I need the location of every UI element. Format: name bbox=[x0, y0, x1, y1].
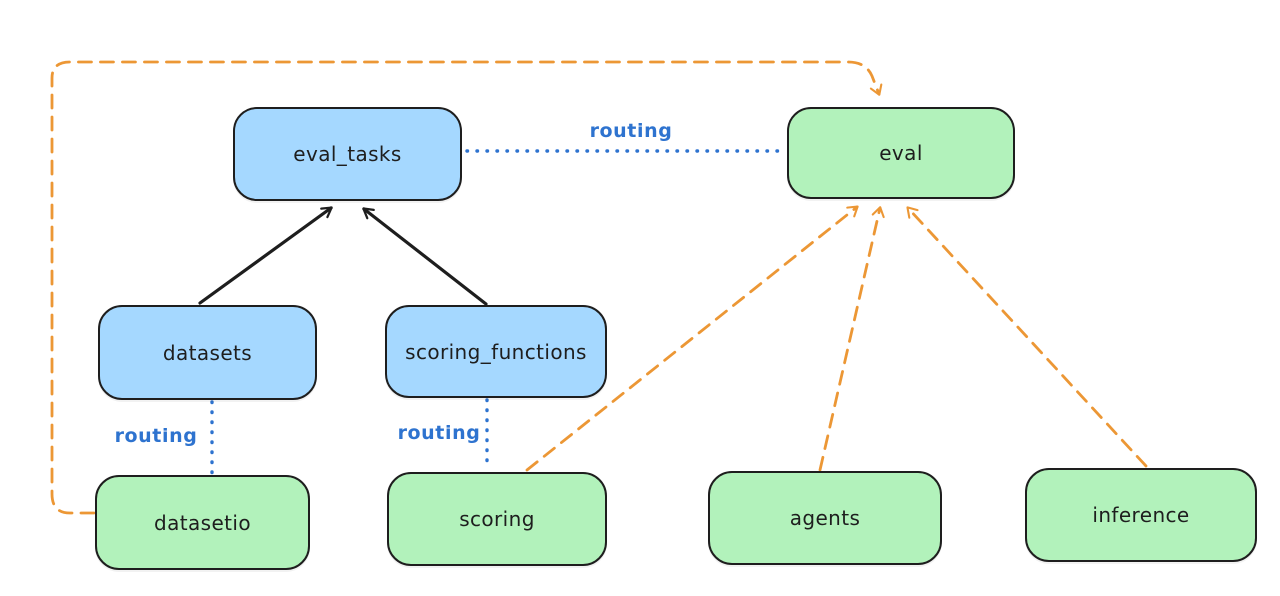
node-eval-tasks-label: eval_tasks bbox=[293, 142, 402, 166]
node-eval-tasks: eval_tasks bbox=[233, 107, 462, 201]
node-datasetio: datasetio bbox=[95, 475, 310, 570]
node-datasetio-label: datasetio bbox=[153, 510, 251, 535]
edge-label-routing-scoring-functions-scoring: routing bbox=[397, 422, 481, 444]
edge-datasetio-to-eval bbox=[50, 60, 883, 515]
node-datasets: datasets bbox=[98, 305, 317, 400]
node-agents-label: agents bbox=[789, 506, 861, 530]
edge-scoring-to-eval bbox=[525, 205, 859, 472]
node-scoring: scoring bbox=[387, 472, 607, 566]
edge-agents-to-eval bbox=[818, 206, 885, 472]
node-scoring-functions: scoring_functions bbox=[385, 305, 607, 398]
edge-datasets-to-eval-tasks bbox=[198, 206, 333, 305]
node-datasets-label: datasets bbox=[162, 340, 253, 365]
node-agents: agents bbox=[708, 471, 942, 565]
node-inference: inference bbox=[1025, 468, 1257, 562]
edge-scoring-functions-to-eval-tasks bbox=[362, 207, 488, 306]
edge-inference-to-eval bbox=[906, 206, 1148, 468]
node-inference-label: inference bbox=[1092, 503, 1190, 527]
node-scoring-label: scoring bbox=[459, 507, 535, 531]
node-eval: eval bbox=[787, 107, 1015, 199]
node-eval-label: eval bbox=[879, 141, 923, 165]
edge-label-routing-datasets-datasetio: routing bbox=[114, 425, 198, 447]
node-scoring-functions-label: scoring_functions bbox=[405, 339, 587, 364]
edge-label-routing-eval-tasks-eval: routing bbox=[589, 120, 673, 142]
